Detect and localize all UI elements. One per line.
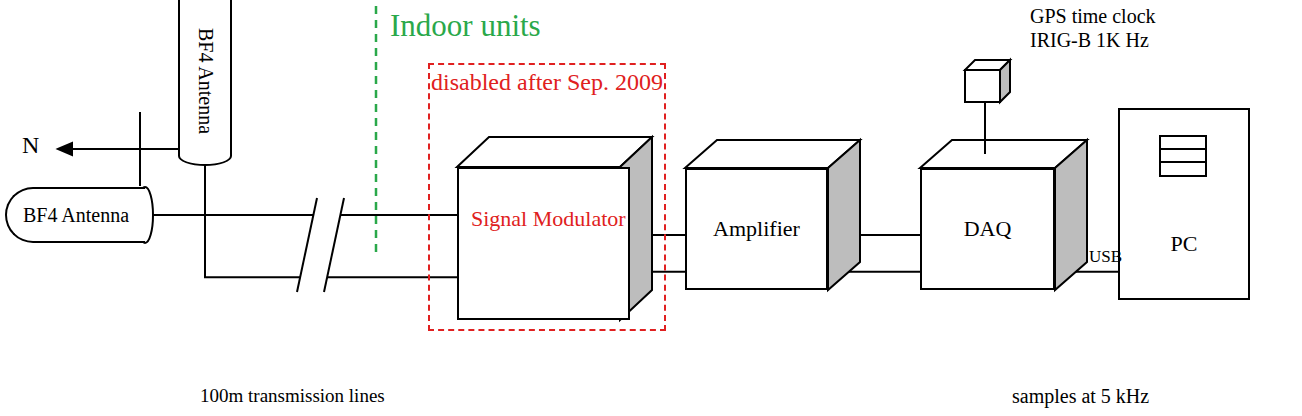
node-text: PC [1171, 230, 1198, 258]
cable-label: 100m transmission lines [200, 384, 385, 408]
clock-label: GPS time clock IRIG-B 1K Hz [1030, 4, 1180, 52]
gps-clock-icon [965, 60, 1010, 154]
daq-box: DAQ [920, 168, 1055, 290]
zone-label: Indoor units [390, 8, 541, 44]
line-break-marks [297, 198, 344, 292]
antenna-cylinder: BF4 Antenna [178, 0, 232, 166]
box-3d-faces [457, 137, 1087, 320]
node-text: Amplifier [713, 215, 800, 243]
indoor-divider [375, 6, 378, 256]
antenna-cylinder: BF4 Antenna [5, 187, 145, 243]
rate-label: samples at 5 kHz [1012, 384, 1149, 408]
amplifier-box: Amplifier [685, 168, 828, 290]
pc-box: PC [1118, 108, 1250, 300]
compass-letter: N [22, 132, 39, 158]
node-text: disabled after Sep. 2009 [431, 69, 663, 95]
node-text: BF4 Antenna [194, 28, 217, 134]
compass [58, 112, 186, 186]
port-label: USB [1089, 247, 1122, 267]
modulator-box: Signal Modulator [457, 167, 630, 320]
node-text: DAQ [964, 215, 1012, 243]
node-text: BF4 Antenna [23, 204, 129, 227]
disabled-region: disabled after Sep. 2009Signal Modulator [428, 63, 666, 331]
node-text: Signal Modulator [471, 205, 626, 233]
pc-drive-slots [1160, 136, 1206, 176]
signal-line [145, 215, 457, 216]
